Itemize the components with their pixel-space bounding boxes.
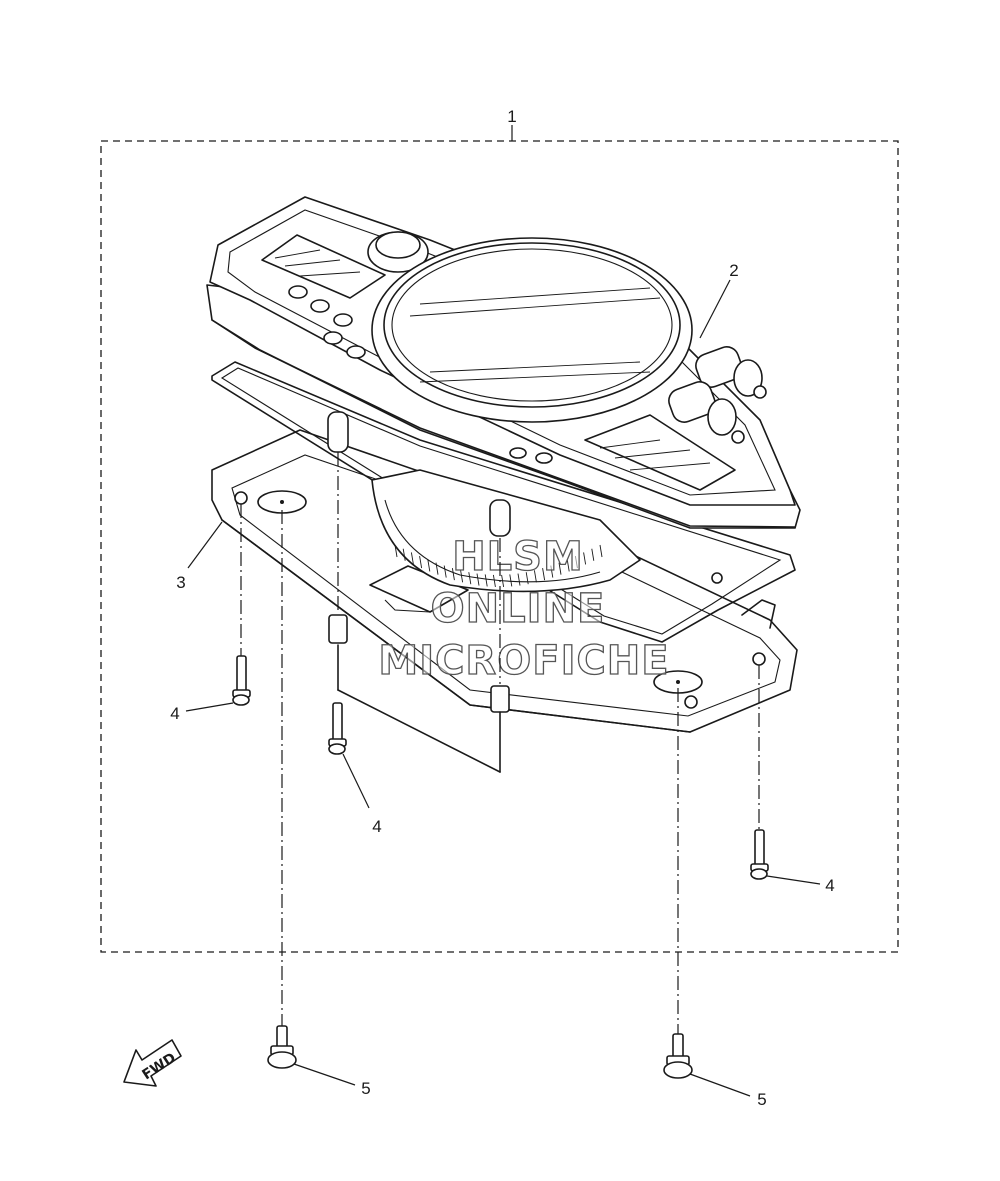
- meter-hatch-mark: [484, 574, 488, 587]
- callout-3: 3: [176, 573, 185, 592]
- meter-hatch-mark: [402, 548, 406, 561]
- wiring-connectors: [668, 346, 767, 444]
- meter-hatch-mark: [410, 552, 414, 565]
- bolt-part-5-b: [663, 1033, 693, 1079]
- meter-hatch-mark: [566, 559, 570, 572]
- screw-part-4-a: [232, 655, 251, 706]
- meter-hatch-mark: [525, 572, 529, 585]
- meter-hatch-mark: [533, 570, 537, 583]
- callout-4-c: 4: [825, 876, 834, 895]
- meter-hatch-mark: [419, 555, 423, 569]
- meter-hatch-mark: [550, 565, 554, 578]
- meter-hatch-mark: [443, 565, 447, 578]
- center-lines: [240, 452, 760, 1035]
- callout-1: 1: [507, 107, 516, 126]
- callout-5-b: 5: [757, 1090, 766, 1109]
- meter-hatch-mark: [517, 573, 521, 586]
- meter-hatch-mark: [468, 572, 472, 585]
- meter-hatch-mark: [574, 555, 578, 569]
- callouts: 1 2 3 4 4 4 5 5: [170, 107, 834, 1109]
- watermark-line-2: ONLINE: [431, 586, 606, 632]
- watermark-line-1: HLSM: [452, 534, 584, 580]
- assembly-boundary: [100, 140, 899, 953]
- screw-part-4-b: [328, 702, 347, 755]
- meter-hatch-mark: [583, 552, 587, 565]
- callout-5-a: 5: [361, 1079, 370, 1098]
- meter-hatch-mark: [460, 570, 464, 583]
- callout-4-b: 4: [372, 817, 381, 836]
- meter-housing-part-2: [206, 196, 801, 537]
- meter-hatch-mark: [435, 562, 439, 575]
- meter-hatch-mark: [427, 559, 431, 572]
- callout-4-a: 4: [170, 704, 179, 723]
- meter-hatch-mark: [394, 544, 398, 558]
- fwd-arrow-icon: FWD: [123, 1039, 182, 1087]
- meter-hatch-mark: [542, 568, 546, 581]
- meter-hatch-mark: [591, 548, 595, 561]
- meter-hatch-mark: [501, 574, 505, 588]
- meter-hatch-mark: [509, 574, 513, 587]
- meter-hatch-mark: [451, 568, 455, 581]
- bolt-part-5-a: [267, 1025, 297, 1069]
- watermark-line-3: MICROFICHE: [378, 638, 669, 684]
- meter-hatch-mark: [558, 562, 562, 575]
- meter-hatch-mark: [492, 574, 496, 588]
- screw-part-4-c: [750, 829, 769, 880]
- callout-2: 2: [729, 261, 738, 280]
- watermark: HLSM ONLINE MICROFICHE: [378, 533, 670, 684]
- meter-hatch-mark: [476, 573, 480, 586]
- meter-hatch-mark: [599, 544, 603, 558]
